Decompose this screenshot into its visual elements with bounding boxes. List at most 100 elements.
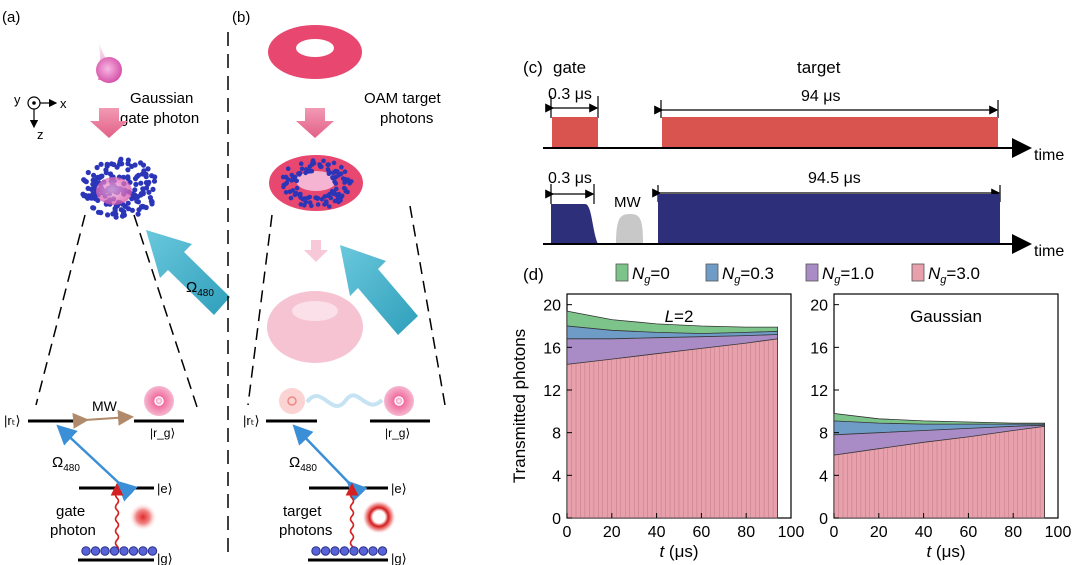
target-photon-text-1: target xyxy=(283,503,322,520)
ground-atom xyxy=(138,546,148,556)
y-tick-label: 8 xyxy=(552,426,561,443)
atom-dot xyxy=(147,195,153,201)
pink-down-arrow-b xyxy=(296,108,334,138)
panel-d-label: (d) xyxy=(523,265,544,284)
atom-dot xyxy=(296,171,301,176)
x-tick-label: 40 xyxy=(648,524,666,541)
ground-atom xyxy=(377,546,388,556)
gaussian-gate-text-1: Gaussian xyxy=(130,90,193,107)
x-tick-label: 20 xyxy=(603,524,621,541)
atom-dot xyxy=(288,195,294,201)
ground-atom xyxy=(109,546,120,556)
ground-atom xyxy=(368,546,378,556)
omega-transition-arrow-b xyxy=(292,424,368,502)
y-tick-label: 12 xyxy=(810,383,828,400)
atom-dot xyxy=(146,179,152,185)
atom-dot xyxy=(298,191,303,197)
atom-dot xyxy=(90,191,96,197)
atom-dot xyxy=(307,164,313,169)
rydberg-sphere-rt-core xyxy=(287,396,297,406)
atom-dot xyxy=(125,206,132,212)
atom-dot xyxy=(149,173,155,179)
atom-dot xyxy=(118,156,124,162)
y-tick-label: 12 xyxy=(543,383,561,400)
atom-dot xyxy=(145,166,151,172)
oam-torus-faint xyxy=(267,291,363,363)
atom-dot xyxy=(151,178,158,184)
atom-dot xyxy=(318,164,324,170)
lower-gate-duration: 0.3 μs xyxy=(548,170,592,187)
time-label-1: time xyxy=(1034,147,1064,164)
ground-atom xyxy=(90,546,101,556)
x-tick-label: 60 xyxy=(693,524,711,541)
mw-transition-arrow xyxy=(72,409,134,429)
zoom-dash-left xyxy=(35,214,86,406)
x-tick-label: 60 xyxy=(960,524,978,541)
ground-atom xyxy=(128,546,139,556)
atom-dot xyxy=(118,207,124,213)
gaussian-mode-spot xyxy=(129,503,157,531)
oam-target-text-2: photons xyxy=(380,110,433,127)
atom-dot xyxy=(132,187,138,193)
atom-dot xyxy=(95,197,101,203)
atom-dot xyxy=(334,174,339,180)
atom-dot xyxy=(139,171,146,177)
atom-dot xyxy=(331,160,337,166)
atom-dot xyxy=(298,161,304,166)
atom-dot xyxy=(104,161,110,167)
atom-dot xyxy=(285,166,291,171)
panel-b-label: (b) xyxy=(232,9,250,26)
atom-dot xyxy=(325,167,331,172)
atom-dot xyxy=(95,209,102,215)
mw-label-c: MW xyxy=(614,194,641,211)
atom-dot xyxy=(91,205,97,211)
axis-y-label: y xyxy=(14,92,21,107)
ground-atom xyxy=(330,546,340,556)
label-r-g: |r_g⟩ xyxy=(150,426,175,440)
atom-dot xyxy=(85,169,91,176)
lower-target-pulse xyxy=(658,194,1000,244)
legend-label: Ng=3.0 xyxy=(928,264,980,286)
atom-dot xyxy=(138,180,144,186)
zoom-dash-right-b xyxy=(409,205,446,406)
time-label-2: time xyxy=(1034,243,1064,260)
panel-a: (a) y x z Gaussian gate photon Ω480 xyxy=(2,9,230,565)
atom-dot xyxy=(135,211,141,217)
atom-dot xyxy=(125,200,131,206)
atom-dot xyxy=(103,170,109,176)
ground-atom xyxy=(320,546,331,556)
legend-label: Ng=1.0 xyxy=(822,264,874,286)
omega-480-beam-arrow-b xyxy=(340,245,418,335)
y-tick-label: 0 xyxy=(819,511,828,528)
atom-dot xyxy=(90,177,96,183)
atom-dot xyxy=(125,174,131,180)
chart-title: Gaussian xyxy=(910,307,982,326)
atom-dot xyxy=(331,191,336,196)
y-tick-label: 20 xyxy=(810,298,828,315)
atom-dot xyxy=(321,158,326,164)
omega-transition-arrow xyxy=(56,424,138,502)
panel-c: (c) gate target 0.3 μs 94 μs time 0.3 μs… xyxy=(523,58,1064,260)
label-g-b: |g⟩ xyxy=(391,551,407,565)
ground-atom xyxy=(81,546,91,556)
x-tick-label: 0 xyxy=(563,524,572,541)
atom-dot xyxy=(327,204,332,209)
atom-dot xyxy=(129,163,135,169)
omega-label: Ω480 xyxy=(186,279,214,299)
gate-photon-text-2: photon xyxy=(50,522,96,539)
atom-dot xyxy=(150,186,156,192)
ground-atom xyxy=(358,546,369,556)
interaction-wave xyxy=(305,393,384,408)
legend-swatch xyxy=(705,263,719,282)
legend-label: Ng=0.3 xyxy=(722,264,774,286)
atom-dot xyxy=(146,189,152,195)
gate-pulse xyxy=(552,117,598,148)
atom-dot xyxy=(135,194,141,200)
gate-excitation-blob xyxy=(96,177,132,205)
atom-dot xyxy=(105,212,111,218)
probe-wavy-arrow xyxy=(110,482,124,553)
